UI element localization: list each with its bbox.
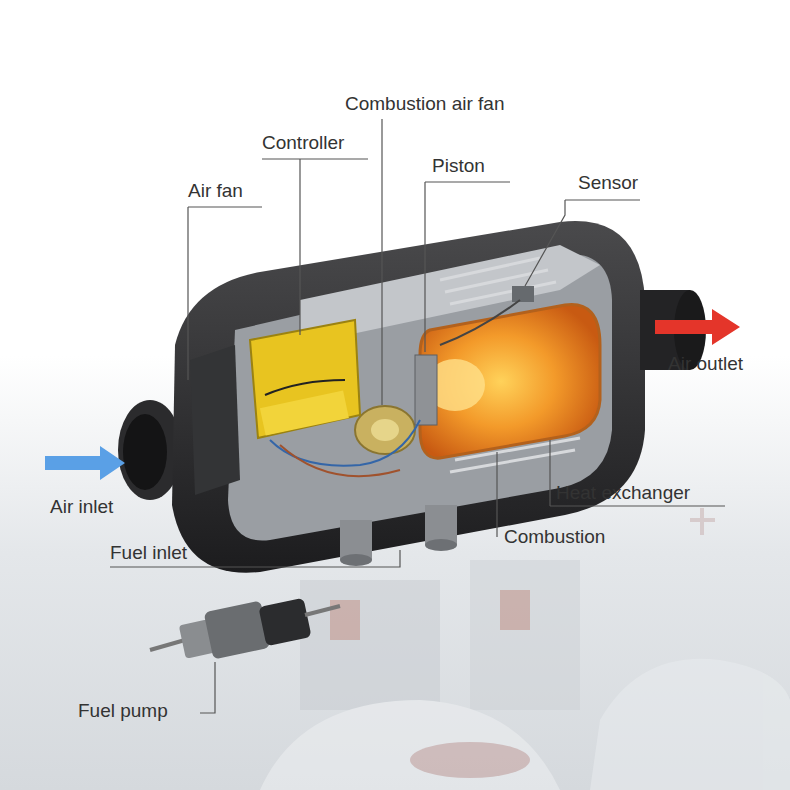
inlet-arrow — [45, 446, 125, 480]
fuel-pump-drawing — [150, 598, 340, 660]
part-label: Fuel pump — [78, 700, 168, 722]
part-label: Air inlet — [50, 496, 113, 518]
leader-lines — [110, 119, 725, 713]
part-label: Heat exchanger — [556, 482, 690, 504]
part-label: Air fan — [188, 180, 243, 202]
part-label: Piston — [432, 155, 485, 177]
outlet-arrow — [655, 309, 740, 345]
part-label: Air outlet — [668, 353, 743, 375]
part-label: Combustion — [504, 526, 605, 548]
part-label: Sensor — [578, 172, 638, 194]
part-label: Combustion air fan — [345, 93, 504, 115]
part-label: Fuel inlet — [110, 542, 187, 564]
part-label: Controller — [262, 132, 344, 154]
